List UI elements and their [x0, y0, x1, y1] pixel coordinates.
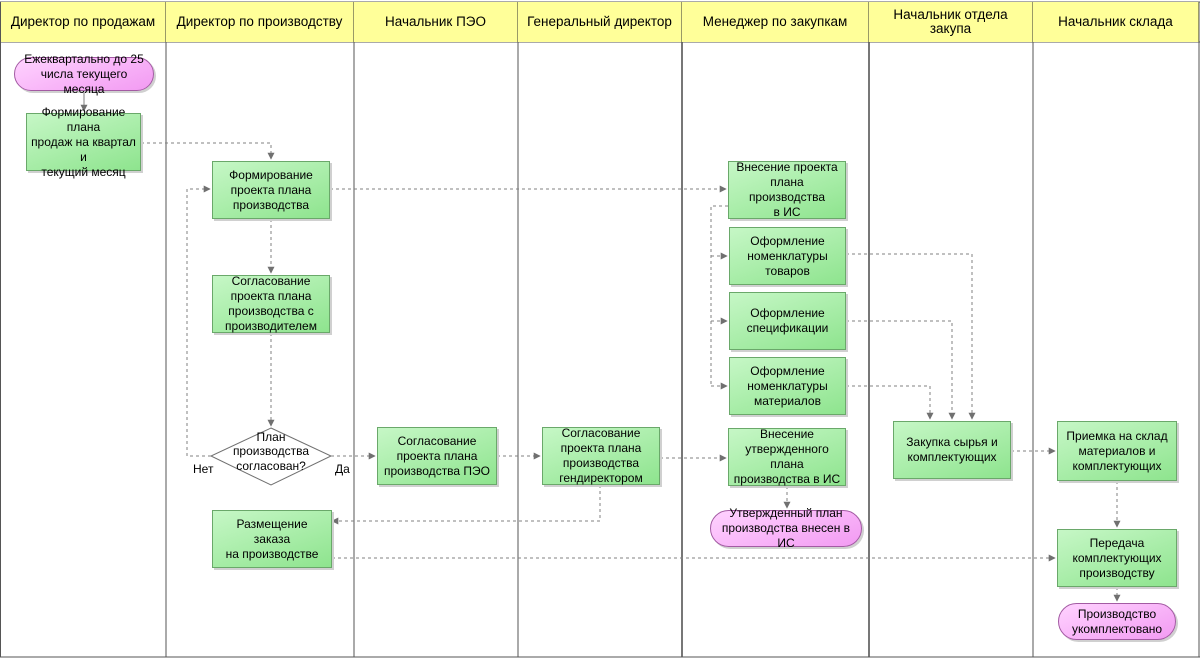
step-enter-approved-plan: Внесение утвержденного плана производств…: [728, 427, 846, 486]
step-place-order: Размещение заказа на производстве: [212, 510, 332, 568]
step-materials-nomenclature: Оформление номенклатуры материалов: [729, 357, 846, 415]
connector-n1-n2: [141, 142, 275, 160]
step-sales-plan: Формирование плана продаж на квартал и т…: [26, 105, 141, 179]
connector-n9-n12: [846, 320, 956, 420]
lane-header-purchasing: Начальник отдела закупа: [869, 2, 1033, 42]
decision-label: План производства согласован?: [232, 430, 310, 473]
end-production-equipped-terminal: Производство укомплектовано: [1058, 603, 1176, 640]
step-purchase-materials: Закупка сырья и комплектующих: [893, 421, 1011, 479]
lane-header-buyer: Менеджер по закупкам: [682, 2, 869, 42]
connector-d1-n2-no: [186, 185, 211, 457]
step-enter-draft-plan: Внесение проекта плана производства в ИС: [728, 160, 846, 219]
lane-header-peo: Начальник ПЭО: [354, 2, 518, 42]
connector-n10-n12: [846, 385, 934, 420]
branch-yes-label: Да: [335, 462, 350, 476]
branch-no-label: Нет: [193, 462, 214, 476]
start-terminal: Ежеквартально до 25 числа текущего месяц…: [14, 52, 154, 96]
connector-n7-bracket: [710, 205, 728, 386]
step-peo-approval: Согласование проекта плана производства …: [377, 427, 497, 485]
step-warehouse-receipt: Приемка на склад материалов и комплектую…: [1057, 421, 1177, 481]
step-approve-with-manufacturer: Согласование проекта плана производства …: [212, 274, 330, 333]
lane-header-sales: Директор по продажам: [1, 2, 166, 42]
lane-header-ceo: Генеральный директор: [518, 2, 682, 42]
step-draft-production-plan: Формирование проекта плана производства: [212, 161, 330, 219]
step-specification: Оформление спецификации: [729, 292, 846, 350]
end-plan-entered-terminal: Утвержденный план производства внесен в …: [710, 506, 862, 550]
step-transfer-to-production: Передача комплектующих производству: [1057, 529, 1177, 587]
connector-n5-n6: [331, 485, 601, 525]
lane-header-warehouse: Начальник склада: [1033, 2, 1199, 42]
connector-n8-n12: [846, 253, 976, 420]
step-goods-nomenclature: Оформление номенклатуры товаров: [729, 227, 846, 285]
step-ceo-approval: Согласование проекта плана производства …: [542, 426, 660, 485]
lane-header-production: Директор по производству: [166, 2, 354, 42]
